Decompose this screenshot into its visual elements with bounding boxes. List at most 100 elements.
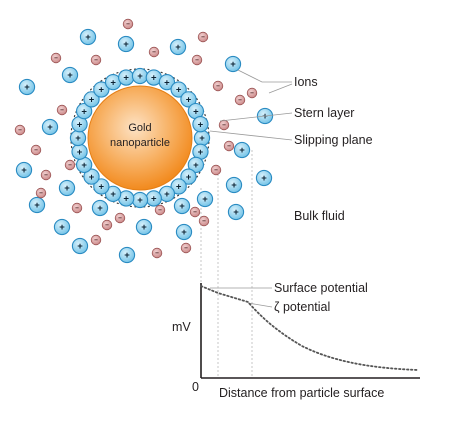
stern-layer-label: Stern layer <box>294 106 354 120</box>
svg-text:−: − <box>39 190 43 197</box>
positive-ion-icon: + <box>192 116 209 133</box>
svg-text:+: + <box>85 32 91 43</box>
positive-ion-icon: + <box>193 129 211 147</box>
positive-ion-icon: + <box>145 190 162 207</box>
svg-text:+: + <box>77 147 83 158</box>
particle-label-line2: nanoparticle <box>110 137 170 149</box>
svg-text:−: − <box>152 49 156 56</box>
svg-text:−: − <box>158 207 162 214</box>
svg-text:+: + <box>179 201 185 212</box>
svg-text:−: − <box>60 107 64 114</box>
negative-ion-icon: − <box>218 119 230 131</box>
svg-text:+: + <box>67 70 73 81</box>
positive-ion-icon: + <box>28 196 46 214</box>
svg-text:+: + <box>193 106 199 117</box>
svg-text:+: + <box>24 82 30 93</box>
negative-ion-icon: − <box>40 169 52 181</box>
svg-text:+: + <box>239 145 245 156</box>
negative-ion-icon: − <box>30 144 42 156</box>
svg-text:+: + <box>141 222 147 233</box>
positive-ion-icon: + <box>79 28 97 46</box>
positive-ion-icon: + <box>145 69 162 86</box>
svg-text:−: − <box>195 57 199 64</box>
svg-text:+: + <box>110 189 116 200</box>
svg-text:−: − <box>216 83 220 90</box>
svg-text:+: + <box>123 194 129 205</box>
positive-ion-icon: + <box>93 81 110 98</box>
svg-text:−: − <box>193 209 197 216</box>
negative-ion-icon: − <box>210 164 222 176</box>
positive-ion-icon: + <box>71 237 89 255</box>
negative-ion-icon: − <box>56 104 68 116</box>
negative-ion-icon: − <box>50 52 62 64</box>
svg-text:+: + <box>261 173 267 184</box>
slipping-plane-label: Slipping plane <box>294 133 373 147</box>
svg-text:+: + <box>186 95 192 106</box>
particle-label-line1: Gold <box>128 122 151 134</box>
svg-text:+: + <box>175 42 181 53</box>
svg-text:+: + <box>137 195 143 206</box>
positive-ion-icon: + <box>180 168 197 185</box>
negative-ion-icon: − <box>14 124 26 136</box>
positive-ion-icon: + <box>104 185 122 203</box>
svg-text:+: + <box>99 85 105 96</box>
ions-leader-line <box>237 69 292 83</box>
svg-text:+: + <box>186 172 192 183</box>
negative-ion-icon: − <box>189 206 201 218</box>
svg-text:+: + <box>198 147 204 158</box>
graph-origin-label: 0 <box>192 380 199 394</box>
svg-text:−: − <box>250 90 254 97</box>
svg-text:+: + <box>75 133 81 144</box>
zeta-potential-leader-line <box>247 302 273 308</box>
positive-ion-icon: + <box>71 143 88 160</box>
svg-text:+: + <box>124 250 130 261</box>
svg-text:−: − <box>34 147 38 154</box>
gold-nanoparticle <box>87 85 193 191</box>
positive-ion-icon: + <box>227 203 245 221</box>
positive-ion-icon: + <box>69 129 87 147</box>
positive-ion-icon: + <box>83 91 100 108</box>
positive-ion-icon: + <box>83 168 100 185</box>
svg-text:+: + <box>34 200 40 211</box>
svg-text:+: + <box>181 227 187 238</box>
positive-ion-icon: + <box>169 38 187 56</box>
negative-ion-icon: − <box>71 202 83 214</box>
negative-ion-icon: − <box>101 219 113 231</box>
positive-ion-icon: + <box>91 199 109 217</box>
svg-text:+: + <box>199 133 205 144</box>
positive-ion-icon: + <box>18 78 36 96</box>
bulk-fluid-label: Bulk fluid <box>294 209 345 223</box>
positive-ion-icon: + <box>117 35 135 53</box>
svg-text:+: + <box>123 39 129 50</box>
negative-ion-icon: − <box>223 140 235 152</box>
svg-text:+: + <box>164 189 170 200</box>
zeta-potential-label: ζ potential <box>274 300 330 314</box>
potential-decay-curve <box>200 285 419 371</box>
svg-text:+: + <box>233 207 239 218</box>
positive-ion-icon: + <box>41 118 59 136</box>
svg-text:+: + <box>97 203 103 214</box>
negative-ion-icon: − <box>148 46 160 58</box>
negative-ion-icon: − <box>198 215 210 227</box>
negative-ion-icon: − <box>35 187 47 199</box>
negative-ion-icon: − <box>212 80 224 92</box>
positive-ion-icon: + <box>93 178 110 195</box>
svg-text:+: + <box>202 194 208 205</box>
svg-text:−: − <box>222 122 226 129</box>
svg-text:+: + <box>99 182 105 193</box>
surface-potential-label: Surface potential <box>274 281 368 295</box>
svg-text:+: + <box>89 172 95 183</box>
svg-text:+: + <box>81 106 87 117</box>
negative-ion-icon: − <box>122 18 134 30</box>
ions-leader-line-2 <box>268 83 293 94</box>
slipping-leader-line <box>209 130 293 141</box>
svg-text:+: + <box>176 182 182 193</box>
negative-ion-icon: − <box>154 204 166 216</box>
svg-text:+: + <box>59 222 65 233</box>
negative-ion-icon: − <box>191 54 203 66</box>
svg-text:−: − <box>18 127 22 134</box>
negative-ion-icon: − <box>114 212 126 224</box>
negative-ion-icon: − <box>151 247 163 259</box>
svg-text:−: − <box>54 55 58 62</box>
